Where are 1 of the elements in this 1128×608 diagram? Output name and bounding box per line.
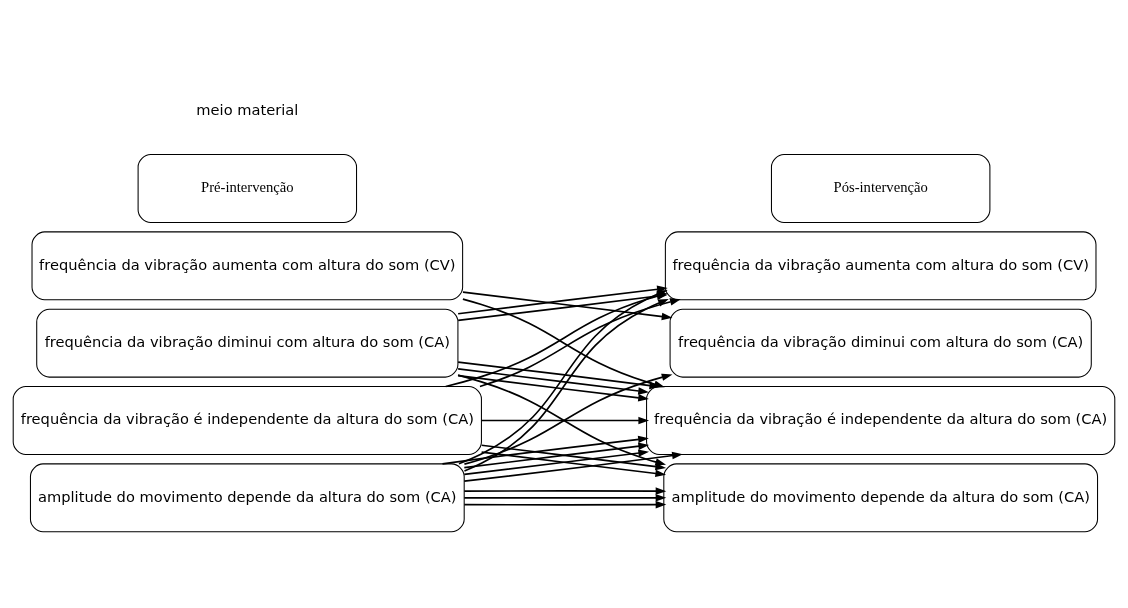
- label: meio material: [196, 100, 299, 118]
